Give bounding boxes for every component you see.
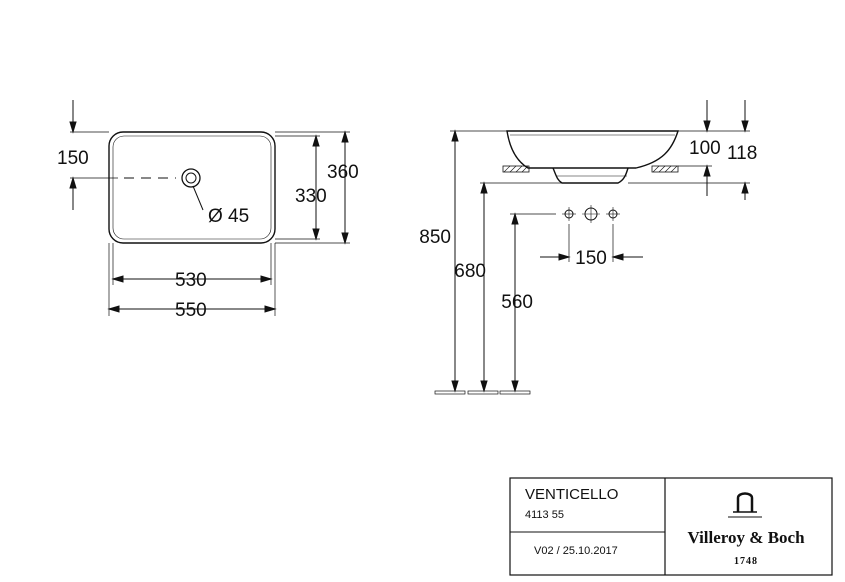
dim-line-560 bbox=[510, 212, 556, 393]
dim-label-850: 850 bbox=[419, 227, 451, 248]
dim-label-100: 100 bbox=[689, 138, 721, 159]
dim-label-330: 330 bbox=[295, 186, 327, 207]
dim-line-330-360 bbox=[275, 130, 350, 245]
countertop-right bbox=[651, 165, 679, 173]
dim-line-530-550 bbox=[107, 243, 277, 316]
dim-label-560: 560 bbox=[501, 292, 533, 313]
dim-label-150-spacing: 150 bbox=[575, 248, 607, 269]
floor-line bbox=[434, 390, 531, 395]
dim-label-150-left: 150 bbox=[57, 148, 89, 169]
dim-line-680 bbox=[480, 181, 562, 393]
dim-label-550: 550 bbox=[175, 300, 207, 321]
dim-label-530: 530 bbox=[175, 270, 207, 291]
product-name: VENTICELLO bbox=[525, 486, 618, 503]
dim-label-drain: Ø 45 bbox=[208, 206, 249, 227]
dim-label-360: 360 bbox=[327, 162, 359, 183]
drain-symbol bbox=[181, 168, 204, 211]
dim-line-100-118 bbox=[628, 100, 750, 200]
article-number: 4113 55 bbox=[525, 509, 564, 521]
countertop-left bbox=[502, 165, 530, 173]
version-date: V02 / 25.10.2017 bbox=[534, 545, 618, 557]
dim-label-680: 680 bbox=[454, 261, 486, 282]
basin-side-profile bbox=[506, 130, 679, 184]
dim-line-150-spacing bbox=[540, 224, 643, 262]
dim-line-150-left bbox=[69, 100, 118, 210]
basin-top-view bbox=[108, 131, 276, 244]
brand-logo-mark bbox=[728, 492, 762, 518]
dim-label-118: 118 bbox=[727, 143, 757, 164]
dim-line-850 bbox=[450, 129, 507, 393]
tap-holes bbox=[562, 205, 620, 223]
brand-name: Villeroy & Boch bbox=[687, 528, 805, 547]
brand-year: 1748 bbox=[734, 556, 758, 567]
title-block-frame bbox=[509, 477, 833, 576]
